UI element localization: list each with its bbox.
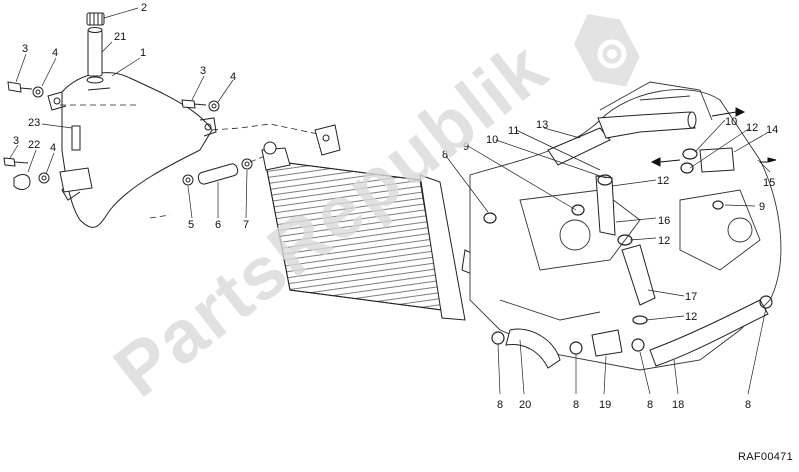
callout-4: 4	[230, 71, 236, 83]
callout-3: 3	[13, 135, 19, 147]
dashed-mount-lines	[60, 104, 319, 219]
callout-4: 4	[52, 47, 58, 59]
callout-3: 3	[200, 65, 206, 77]
callout-10: 10	[725, 116, 737, 128]
callout-12: 12	[657, 175, 669, 187]
callout-9: 9	[463, 141, 469, 153]
callouts: 2 21 3 4 1 3 4 23 3 22 4 5 6 7 13 10 12 …	[13, 2, 778, 411]
drawing-code: RAF00471	[738, 451, 793, 463]
union-14	[699, 147, 735, 173]
callout-14: 14	[766, 124, 778, 136]
callout-7: 7	[243, 219, 249, 231]
callout-23: 23	[28, 117, 40, 129]
bracket-and-spacer	[182, 158, 253, 186]
callout-8: 8	[497, 399, 503, 411]
hose-20	[505, 328, 561, 369]
fitting-19	[591, 329, 623, 357]
hose-11	[595, 175, 616, 236]
callout-12: 12	[685, 311, 697, 323]
callout-10: 10	[486, 134, 498, 146]
hose-17	[621, 244, 656, 306]
callout-17: 17	[685, 291, 697, 303]
callout-20: 20	[519, 399, 531, 411]
callout-19: 19	[599, 399, 611, 411]
callout-15: 15	[763, 177, 775, 189]
callout-12: 12	[746, 122, 758, 134]
hose-18	[649, 299, 769, 367]
radiator	[261, 124, 491, 321]
leader-lines	[9, 7, 771, 395]
screws-and-grommets	[3, 81, 220, 193]
callout-4: 4	[50, 142, 56, 154]
callout-1: 1	[140, 47, 146, 59]
callout-8: 8	[647, 399, 653, 411]
filler-neck	[86, 27, 104, 84]
callout-18: 18	[672, 399, 684, 411]
expansion-tank	[47, 72, 217, 228]
callout-5: 5	[188, 219, 194, 231]
callout-6: 6	[215, 219, 221, 231]
callout-16: 16	[658, 215, 670, 227]
callout-13: 13	[536, 119, 548, 131]
callout-22: 22	[28, 139, 40, 151]
callout-9: 9	[759, 201, 765, 213]
direction-arrows	[650, 107, 777, 167]
callout-21: 21	[114, 31, 126, 43]
callout-8: 8	[442, 149, 448, 161]
callout-11: 11	[508, 125, 519, 137]
tank-cap	[86, 12, 105, 26]
callout-12: 12	[658, 235, 670, 247]
callout-8: 8	[745, 399, 751, 411]
callout-8: 8	[573, 399, 579, 411]
callout-2: 2	[141, 2, 147, 14]
callout-3: 3	[22, 43, 28, 55]
